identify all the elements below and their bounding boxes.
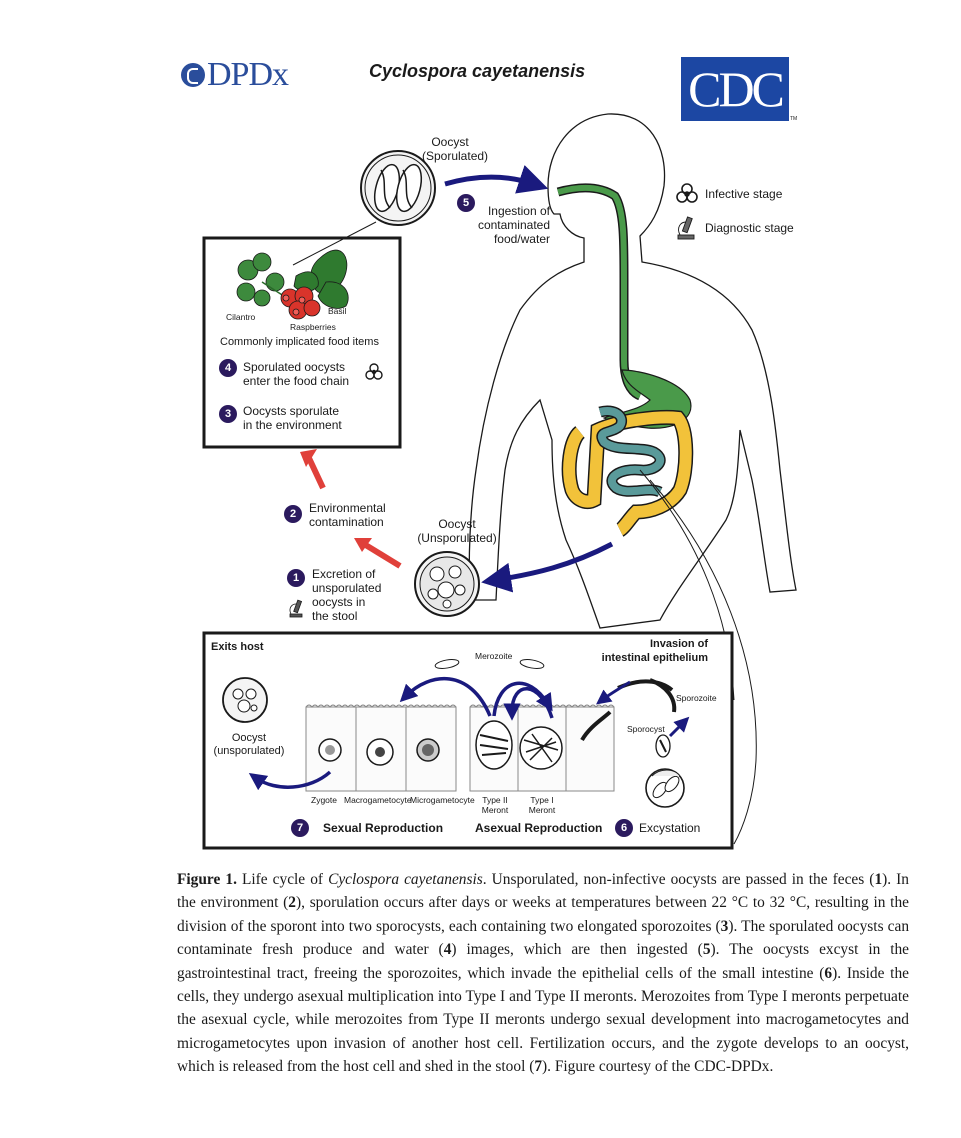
exiting-oocyst-icon: [222, 677, 268, 723]
figure-label: Figure 1.: [177, 871, 237, 888]
microscope-icon: [289, 599, 303, 618]
legend-diagnostic: Diagnostic stage: [705, 221, 794, 235]
dpdx-logo-mark-icon: [181, 63, 205, 87]
step-7-badge: 7: [291, 819, 309, 837]
diagram-title: Cyclospora cayetanensis: [369, 61, 586, 81]
food-items-caption: Commonly implicated food items: [220, 336, 379, 348]
zygote-label: Zygote: [311, 795, 337, 805]
type2-meront-label: Type II Meront: [481, 795, 509, 815]
step-1-label: Excretion of unsporulated oocysts in the…: [312, 567, 382, 623]
macrogametocyte-icon: [366, 738, 394, 766]
red-arrow-contamination: [362, 541, 402, 569]
merozoite-label: Merozoite: [475, 651, 513, 661]
type1-meront-label: Type I Meront: [528, 795, 556, 815]
step-2-label: Environmental contamination: [309, 501, 386, 529]
step-5-label: Ingestion of contaminated food/water: [477, 204, 550, 246]
exiting-oocyst-label: Oocyst (unsporulated): [213, 732, 285, 757]
type1-meront-icon: [519, 726, 563, 770]
zygote-icon: [318, 738, 342, 762]
step-1-badge: 1: [287, 569, 305, 587]
exit-arrow: [248, 770, 332, 791]
dpdx-logo: DPDx: [181, 56, 289, 94]
step-3-label: Oocysts sporulate in the environment: [243, 404, 342, 432]
merozoite-arrow-left: [399, 676, 492, 717]
merozoite-icon: [434, 659, 460, 669]
raspberries-label: Raspberries: [290, 322, 336, 332]
step-4-badge: 4: [219, 359, 237, 377]
invasion-arrow: [595, 680, 631, 705]
macrogametocyte-label: Macrogametocyte: [344, 795, 412, 805]
life-cycle-diagram: [202, 113, 797, 850]
sporocyst-icon: [655, 734, 671, 758]
unsporulated-oocyst-icon: [414, 551, 480, 617]
excretion-arrow: [481, 541, 614, 593]
step-6-badge: 6: [615, 819, 633, 837]
red-arrow-to-box: [305, 454, 326, 490]
figure-caption: Figure 1. Life cycle of Cyclospora cayet…: [177, 871, 910, 1076]
cdc-trademark: TM: [790, 116, 798, 122]
cdc-logo: CDC: [681, 57, 789, 121]
oocyst-sporulated-label: Oocyst (Sporulated): [422, 135, 489, 163]
food-items-box: [202, 236, 402, 449]
legend-biohazard-icon: [676, 183, 698, 203]
sexual-reproduction-label: Sexual Reproduction: [323, 821, 444, 835]
sporozoite-label: Sporozoite: [676, 693, 717, 703]
exits-host-label: Exits host: [211, 641, 264, 653]
biohazard-icon: [365, 363, 383, 380]
basil-label: Basil: [328, 306, 347, 316]
type2-meront-icon: [475, 720, 513, 770]
esophagus: [556, 183, 643, 401]
raspberries-icon: [280, 286, 321, 320]
intestinal-cycle-box: [202, 631, 734, 850]
excystation-label: Excystation: [639, 821, 701, 835]
cilantro-label: Cilantro: [226, 312, 256, 322]
asexual-reproduction-label: Asexual Reproduction: [475, 821, 603, 835]
step-4-label: Sporulated oocysts enter the food chain: [243, 360, 350, 388]
human-body-outline: [468, 113, 797, 629]
oocyst-unsporulated-label: Oocyst (Unsporulated): [417, 517, 497, 545]
step-5-badge: 5: [457, 194, 475, 212]
sporozoite-in-cell: [580, 710, 612, 742]
step-2-badge: 2: [284, 505, 302, 523]
basil-icon: [293, 249, 349, 309]
step-3-badge: 3: [219, 405, 237, 423]
sporulated-oocyst-icon: [360, 150, 436, 226]
sporocyst-label: Sporocyst: [627, 724, 665, 734]
microgametocyte-label: Microgametocyte: [410, 795, 475, 805]
legend-microscope-icon: [677, 216, 695, 240]
invasion-label: Invasion of intestinal epithelium: [601, 638, 708, 664]
microgametocyte-icon: [416, 738, 440, 762]
ingestion-arrow: [444, 165, 549, 194]
excysting-oocyst-icon: [645, 768, 685, 808]
legend-infective: Infective stage: [705, 187, 783, 201]
